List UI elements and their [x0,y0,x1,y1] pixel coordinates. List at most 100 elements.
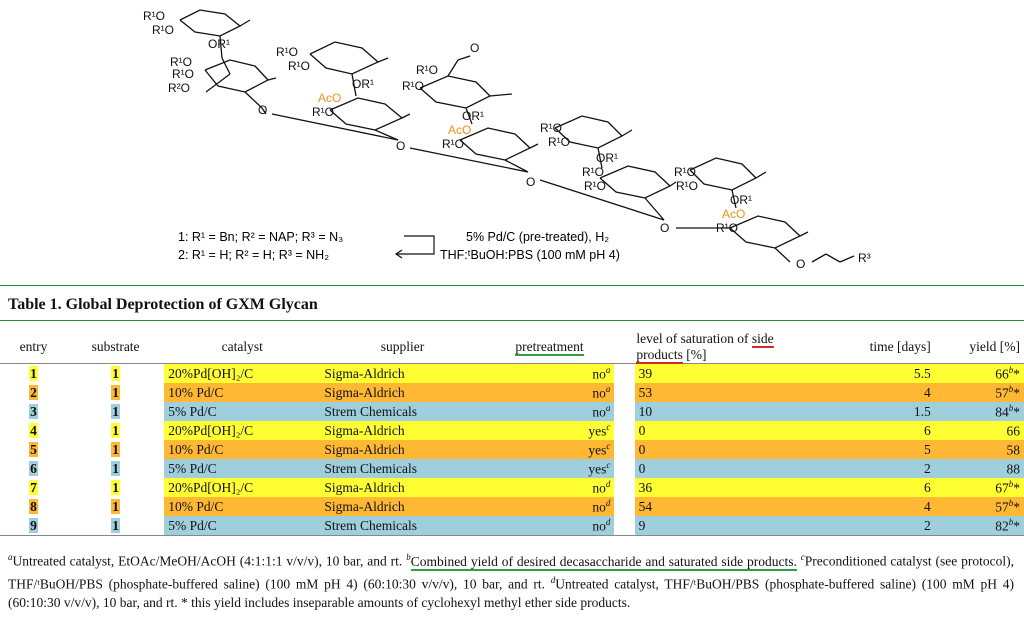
entry-value: 4 [29,422,38,438]
cell-catalyst: 5% Pd/C [164,459,321,478]
header-level: level of saturation of side products [%] [614,331,805,364]
table-header-row: entry substrate catalyst supplier pretre… [0,331,1024,364]
yield-footnote: b [1008,364,1014,375]
header-time: time [days] [869,339,931,354]
entry-value: 9 [29,517,38,533]
cell-entry: 7 [0,478,67,497]
pretreatment-value: yes [588,442,607,458]
label-r1o-n: R¹O [584,179,606,193]
cell-level: 36 [634,478,805,497]
entry-value: 7 [29,479,38,495]
cell-substrate: 1 [67,459,164,478]
footnote-b-mark: b [406,552,411,562]
table-footnotes: aUntreated catalyst, EtOAc/MeOH/AcOH (4:… [8,548,1014,612]
cell-substrate: 1 [67,364,164,384]
label-aco-3: AcO [722,207,745,221]
label-r1o-a: R¹O [143,9,165,23]
cell-substrate: 1 [67,383,164,402]
yield-value: 67 [995,480,1009,496]
substrate-value: 1 [111,403,120,419]
cell-catalyst: 10% Pd/C [164,383,321,402]
pretreatment-value: no [592,366,606,382]
label-r1o-l: R¹O [548,135,570,149]
cell-substrate: 1 [67,516,164,536]
pretreatment-footnote: d [605,478,611,489]
cell-time: 4 [804,383,935,402]
cell-supplier: Sigma-Aldrich [320,440,485,459]
label-o-4: O [660,221,669,235]
cell-gap [614,421,634,440]
level-label-c: [%] [682,347,707,362]
label-r1o-k: R¹O [540,121,562,135]
substrate-value: 1 [111,441,120,457]
yield-footnote: b [1008,383,1014,394]
level-label-a: level of saturation of [636,331,752,346]
cell-supplier: Sigma-Aldrich [320,363,485,383]
separator-top [0,285,1024,286]
cell-gap [614,402,634,421]
cell-time: 2 [804,459,935,478]
cell-level: 39 [634,363,805,383]
cell-yield: 88 [934,459,1024,478]
label-o-1: O [258,103,267,117]
substrate-value: 1 [111,517,120,533]
pretreatment-value: no [592,385,606,401]
cell-gap [614,383,634,402]
label-r1o-j: R¹O [442,137,464,151]
cell-gap [614,459,634,478]
cell-substrate: 1 [67,421,164,440]
deprotection-table: entry substrate catalyst supplier pretre… [0,331,1024,536]
cell-supplier: Sigma-Aldrich [320,421,485,440]
cell-level: 9 [634,516,805,536]
yield-star: * [1013,404,1020,420]
header-pretreatment: pretreatment [485,331,615,364]
cell-level: 54 [634,497,805,516]
yield-footnote: b [1008,516,1014,527]
pretreatment-label: pretreatment [515,339,584,356]
entry-value: 3 [29,403,38,419]
cell-entry: 3 [0,402,67,421]
cell-yield: 66b* [934,363,1024,383]
pretreatment-footnote: a [605,364,611,375]
label-r1o-m: R¹O [582,165,604,179]
substrate-value: 1 [111,365,120,381]
yield-star: * [1013,518,1020,534]
yield-footnote: b [1008,402,1014,413]
cell-time: 4 [804,497,935,516]
pretreatment-footnote: c [606,421,611,432]
substrate-value: 1 [111,498,120,514]
cell-supplier: Strem Chemicals [320,402,485,421]
label-o-acid: O [470,41,479,55]
compound-1-label: 1: R¹ = Bn; R² = NAP; R³ = N₃ [178,230,343,244]
pretreatment-value: no [592,499,606,515]
condition-line-1: 5% Pd/C (pre-treated), H₂ [466,230,609,244]
label-r1o-h: R¹O [416,63,438,77]
header-entry: entry [19,339,48,354]
cell-time: 1.5 [804,402,935,421]
cell-gap [614,478,634,497]
cell-yield: 66 [934,421,1024,440]
label-r1o-o: R¹O [674,165,696,179]
cell-yield: 57b* [934,383,1024,402]
pretreatment-value: no [592,404,606,420]
label-or1-f: OR¹ [462,109,484,123]
label-or1-c: OR¹ [352,77,374,91]
cell-pretreatment: noa [484,363,615,383]
yield-value: 88 [1006,461,1021,477]
cell-gap [614,364,634,384]
cell-yield: 82b* [934,516,1024,536]
label-o-5: O [796,257,805,271]
entry-value: 1 [29,365,38,381]
label-r1o-p: R¹O [676,179,698,193]
entry-value: 8 [29,498,38,514]
cell-catalyst: 20%Pd[OH]₂/C [164,421,321,440]
cell-time: 2 [804,516,935,536]
separator-table [0,320,1024,321]
cell-substrate: 1 [67,402,164,421]
header-catalyst: catalyst [221,339,263,354]
cell-yield: 84b* [934,402,1024,421]
